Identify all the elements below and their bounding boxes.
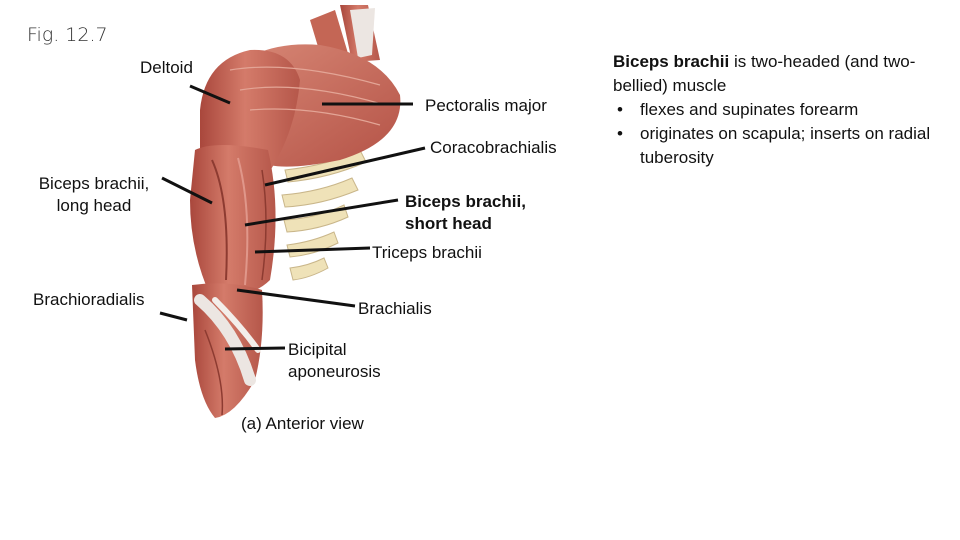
figure-label: Fig. 12.7 (27, 24, 108, 46)
leader-biceps-long (161, 176, 213, 205)
forearm-muscles (192, 283, 263, 418)
description-title: Biceps brachii is two-headed (and two-be… (613, 50, 943, 98)
label-biceps-short-line1: Biceps brachii, (405, 192, 526, 211)
label-deltoid: Deltoid (140, 58, 193, 77)
leader-deltoid (189, 84, 231, 105)
leader-biceps-short (244, 198, 399, 227)
rib-bones (281, 149, 367, 281)
label-biceps-long-line1: Biceps brachii, (38, 174, 150, 193)
view-caption: (a) Anterior view (241, 414, 364, 433)
leader-bicipital (224, 346, 286, 351)
leader-brachioradialis (159, 311, 188, 322)
label-brachioradialis: Brachioradialis (33, 290, 145, 309)
label-pectoralis-major: Pectoralis major (425, 96, 547, 115)
label-bicipital-aponeurosis: Bicipital aponeurosis (288, 339, 381, 383)
description-bullet: originates on scapula; inserts on radial… (613, 122, 943, 170)
label-bicipital-line1: Bicipital (288, 340, 347, 359)
shoulder-muscles (200, 44, 401, 190)
leader-triceps (254, 246, 371, 254)
description-title-rest: is two-headed (and two-bellied) muscle (613, 52, 916, 95)
leader-brachialis (236, 288, 356, 308)
leader-lines (159, 84, 426, 351)
leader-coracobrachialis (264, 146, 426, 187)
description-title-bold: Biceps brachii (613, 52, 730, 71)
label-biceps-long-head: Biceps brachii, long head (24, 173, 164, 217)
description-bullets: flexes and supinates forearm originates … (613, 98, 943, 170)
label-brachialis: Brachialis (358, 299, 432, 318)
label-triceps-brachii: Triceps brachii (372, 243, 482, 262)
label-biceps-short-line2: short head (405, 214, 492, 233)
label-coracobrachialis: Coracobrachialis (430, 138, 557, 157)
label-biceps-long-line2: long head (56, 196, 132, 215)
label-bicipital-line2: aponeurosis (288, 362, 381, 381)
label-biceps-short-head: Biceps brachii, short head (405, 191, 526, 235)
upper-arm-muscles (190, 145, 276, 296)
description-bullet: flexes and supinates forearm (613, 98, 943, 122)
description-panel: Biceps brachii is two-headed (and two-be… (613, 50, 943, 170)
